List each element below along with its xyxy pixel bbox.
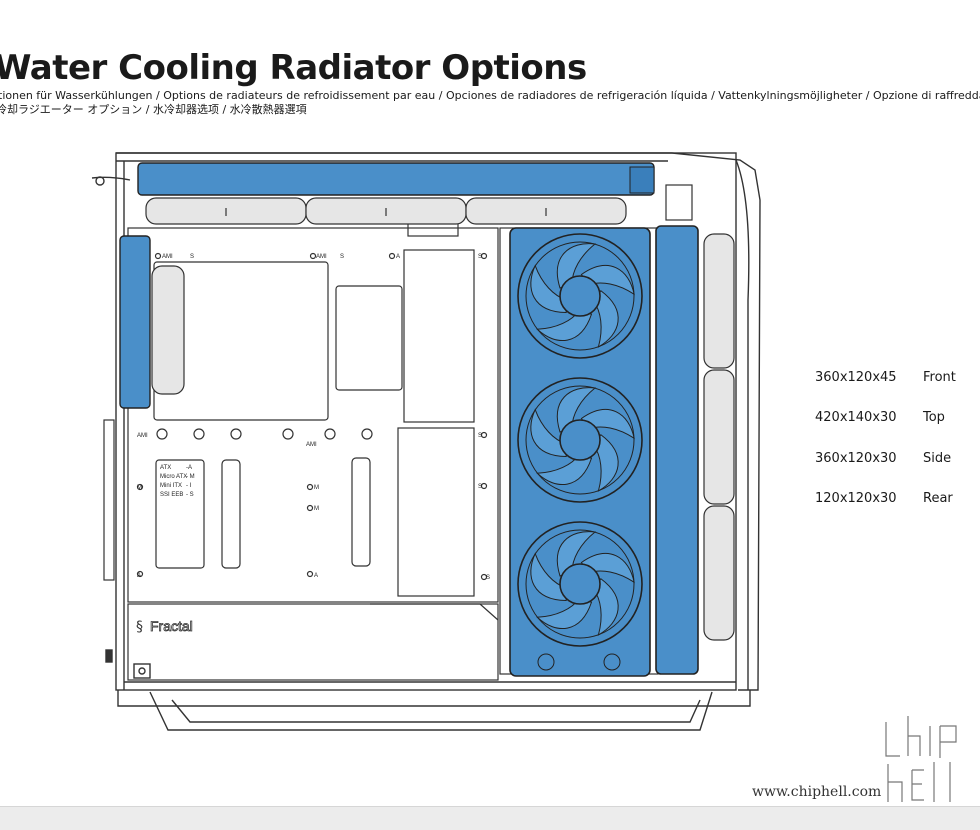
mount-label: A: [137, 573, 141, 579]
spec-size: 360x120x45: [815, 370, 897, 385]
spec-row-top: 420x140x30 Top: [815, 410, 945, 425]
spec-position: Top: [923, 410, 945, 425]
form-factor-label: Micro ATX: [160, 474, 187, 480]
fractal-brand: Fractal: [150, 618, 193, 634]
side-radiator: [509, 227, 651, 677]
mount-label: S: [190, 254, 194, 260]
top-radiator: [137, 162, 655, 196]
page-title: Water Cooling Radiator Options: [0, 48, 587, 88]
case-outline: [91, 152, 761, 731]
subtitle-asian: 冷却ラジエーター オプション / 水冷却器选项 / 水冷散熱器選項: [0, 103, 307, 116]
spec-position: Side: [923, 451, 952, 466]
mount-label: S: [478, 254, 482, 260]
form-factor-label: -A: [186, 465, 192, 471]
spec-size: 120x120x30: [815, 491, 897, 506]
mount-label: AMI: [162, 254, 173, 260]
spec-size: 420x140x30: [815, 410, 897, 425]
mount-label: A: [396, 254, 400, 260]
form-factor-label: Mini ITX: [160, 483, 182, 489]
spec-size: 360x120x30: [815, 451, 897, 466]
mount-label: M: [137, 485, 142, 491]
mount-label: M: [314, 506, 319, 512]
spec-position: Rear: [923, 491, 953, 506]
form-factor-label: SSI EEB: [160, 492, 183, 498]
fractal-logo-icon: §: [136, 619, 143, 635]
spec-row-front: 360x120x45 Front: [815, 370, 956, 385]
mount-label: S: [340, 254, 344, 260]
bottom-bar: [0, 806, 980, 830]
watermark-url: www.chiphell.com: [752, 784, 882, 800]
mount-label: AMI: [137, 433, 148, 439]
subtitle-multilingual: tionen für Wasserkühlungen / Options de …: [0, 89, 980, 102]
rear-radiator: [119, 235, 151, 409]
chiphell-logo-icon: [883, 716, 959, 803]
mount-label: M: [314, 485, 319, 491]
mount-label: A: [314, 573, 318, 579]
spec-position: Front: [923, 370, 956, 385]
spec-row-rear: 120x120x30 Rear: [815, 491, 953, 506]
form-factor-label: - M: [186, 474, 195, 480]
mount-label: AMI: [306, 442, 317, 448]
mount-label: S: [486, 575, 490, 581]
rear-fan: [151, 265, 185, 395]
front-fans: [703, 233, 735, 641]
spec-row-side: 360x120x30 Side: [815, 451, 951, 466]
mount-label: AMI: [316, 254, 327, 260]
form-factor-label: ATX: [160, 465, 171, 471]
form-factor-label: - I: [186, 483, 192, 489]
front-radiator: [655, 225, 699, 675]
mount-label: S: [478, 484, 482, 490]
top-fans: [145, 197, 627, 225]
form-factor-label: - S: [186, 492, 194, 498]
mount-label: S: [478, 433, 482, 439]
